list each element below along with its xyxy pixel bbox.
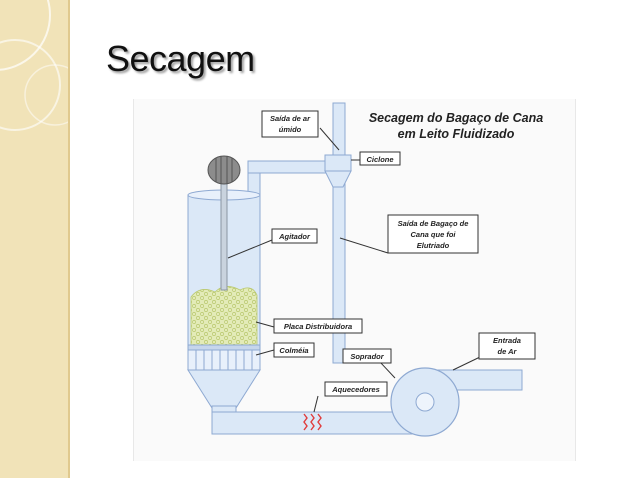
svg-text:Entrada: Entrada	[493, 336, 521, 345]
sidebar-divider	[68, 0, 70, 478]
svg-text:Elutriado: Elutriado	[417, 241, 450, 250]
label-saida-bagaco: Saída de Bagaço de Cana que foi Elutriad…	[387, 214, 479, 254]
svg-text:Soprador: Soprador	[350, 352, 384, 361]
bagasse-bed	[190, 286, 258, 346]
cyclone	[324, 154, 352, 188]
distributor-plate	[187, 344, 261, 351]
label-saida-ar-umido: Saída de ar úmido	[261, 110, 319, 138]
label-soprador: Soprador	[342, 348, 392, 364]
agitator	[207, 155, 241, 291]
diagram-heading-line2: em Leito Fluidizado	[398, 127, 515, 141]
svg-text:Saída de Bagaço de: Saída de Bagaço de	[398, 219, 469, 228]
svg-text:Saída de ar: Saída de ar	[270, 114, 311, 123]
svg-text:Ciclone: Ciclone	[366, 155, 393, 164]
svg-text:de Ar: de Ar	[498, 347, 518, 356]
svg-text:Agitador: Agitador	[278, 232, 311, 241]
blower	[390, 367, 523, 437]
svg-text:Placa Distribuidora: Placa Distribuidora	[284, 322, 352, 331]
label-aquecedores: Aquecedores	[324, 381, 388, 397]
heaters	[303, 413, 322, 431]
honeycomb	[187, 349, 261, 371]
svg-text:Colméia: Colméia	[279, 346, 308, 355]
dryer-to-cyclone-pipe	[247, 160, 331, 196]
slide-title: Secagem	[106, 38, 255, 79]
label-ciclone: Ciclone	[359, 151, 401, 166]
svg-text:Aquecedores: Aquecedores	[331, 385, 380, 394]
diagram-heading-line1: Secagem do Bagaço de Cana	[369, 111, 543, 125]
label-placa-distribuidora: Placa Distribuidora	[273, 318, 363, 334]
label-agitador: Agitador	[271, 228, 318, 244]
label-colmeia: Colméia	[273, 342, 315, 358]
svg-text:Cana que foi: Cana que foi	[410, 230, 456, 239]
label-entrada-de-ar: Entrada de Ar	[478, 332, 536, 360]
leader-lines	[227, 127, 481, 413]
svg-text:úmido: úmido	[279, 125, 302, 134]
decorative-sidebar	[0, 0, 86, 478]
